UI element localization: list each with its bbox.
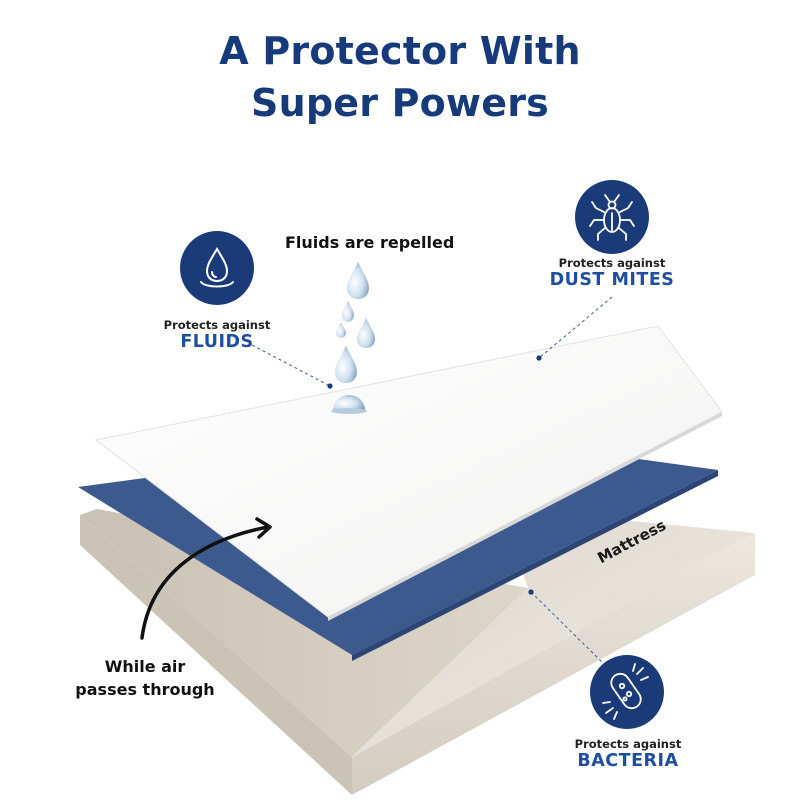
blue-membrane-edge [352,470,718,661]
water-drop [336,322,346,338]
dust-mite-icon [589,194,635,241]
water-drop [335,346,357,383]
bacteria-big-label: BACTERIA [577,751,679,771]
water-drop-icon [200,247,234,288]
water-drop [357,318,375,348]
bacteria-leader-line [530,591,609,669]
mattress-top [352,508,755,757]
water-drop [347,262,369,299]
fluids-small-label: Protects against [163,318,271,332]
dust-mites-big-label: DUST MITES [549,270,675,290]
water-splash [333,395,365,410]
air-note-line-2: passes through [75,680,215,699]
mattress-front-side [352,533,755,795]
air-note: While air passes through [60,655,230,701]
bacteria-icon [602,663,649,720]
water-drop [342,301,354,322]
fluids-icon-circle [180,231,254,305]
bacteria-small-label: Protects against [574,737,682,751]
fluids-leader-line [251,344,331,387]
fluids-repelled-label: Fluids are repelled [285,233,455,252]
water-drops [331,262,375,414]
dust-mites-leader-line [538,296,613,359]
air-note-line-1: While air [104,657,186,676]
white-sheet-edge [328,412,722,621]
water-splash-ring [331,408,367,414]
mattress-left-edge [80,515,352,795]
dust-mites-leader-dot [536,355,542,361]
title-line-2: Super Powers [251,81,549,125]
bacteria-leader-dot [528,589,534,595]
fluids-big-label: FLUIDS [180,332,254,352]
title-line-1: A Protector With [219,29,581,73]
dust-mites-small-label: Protects against [558,256,666,270]
air-flow-arrow [140,517,272,640]
fluids-leader-dot [327,383,333,389]
